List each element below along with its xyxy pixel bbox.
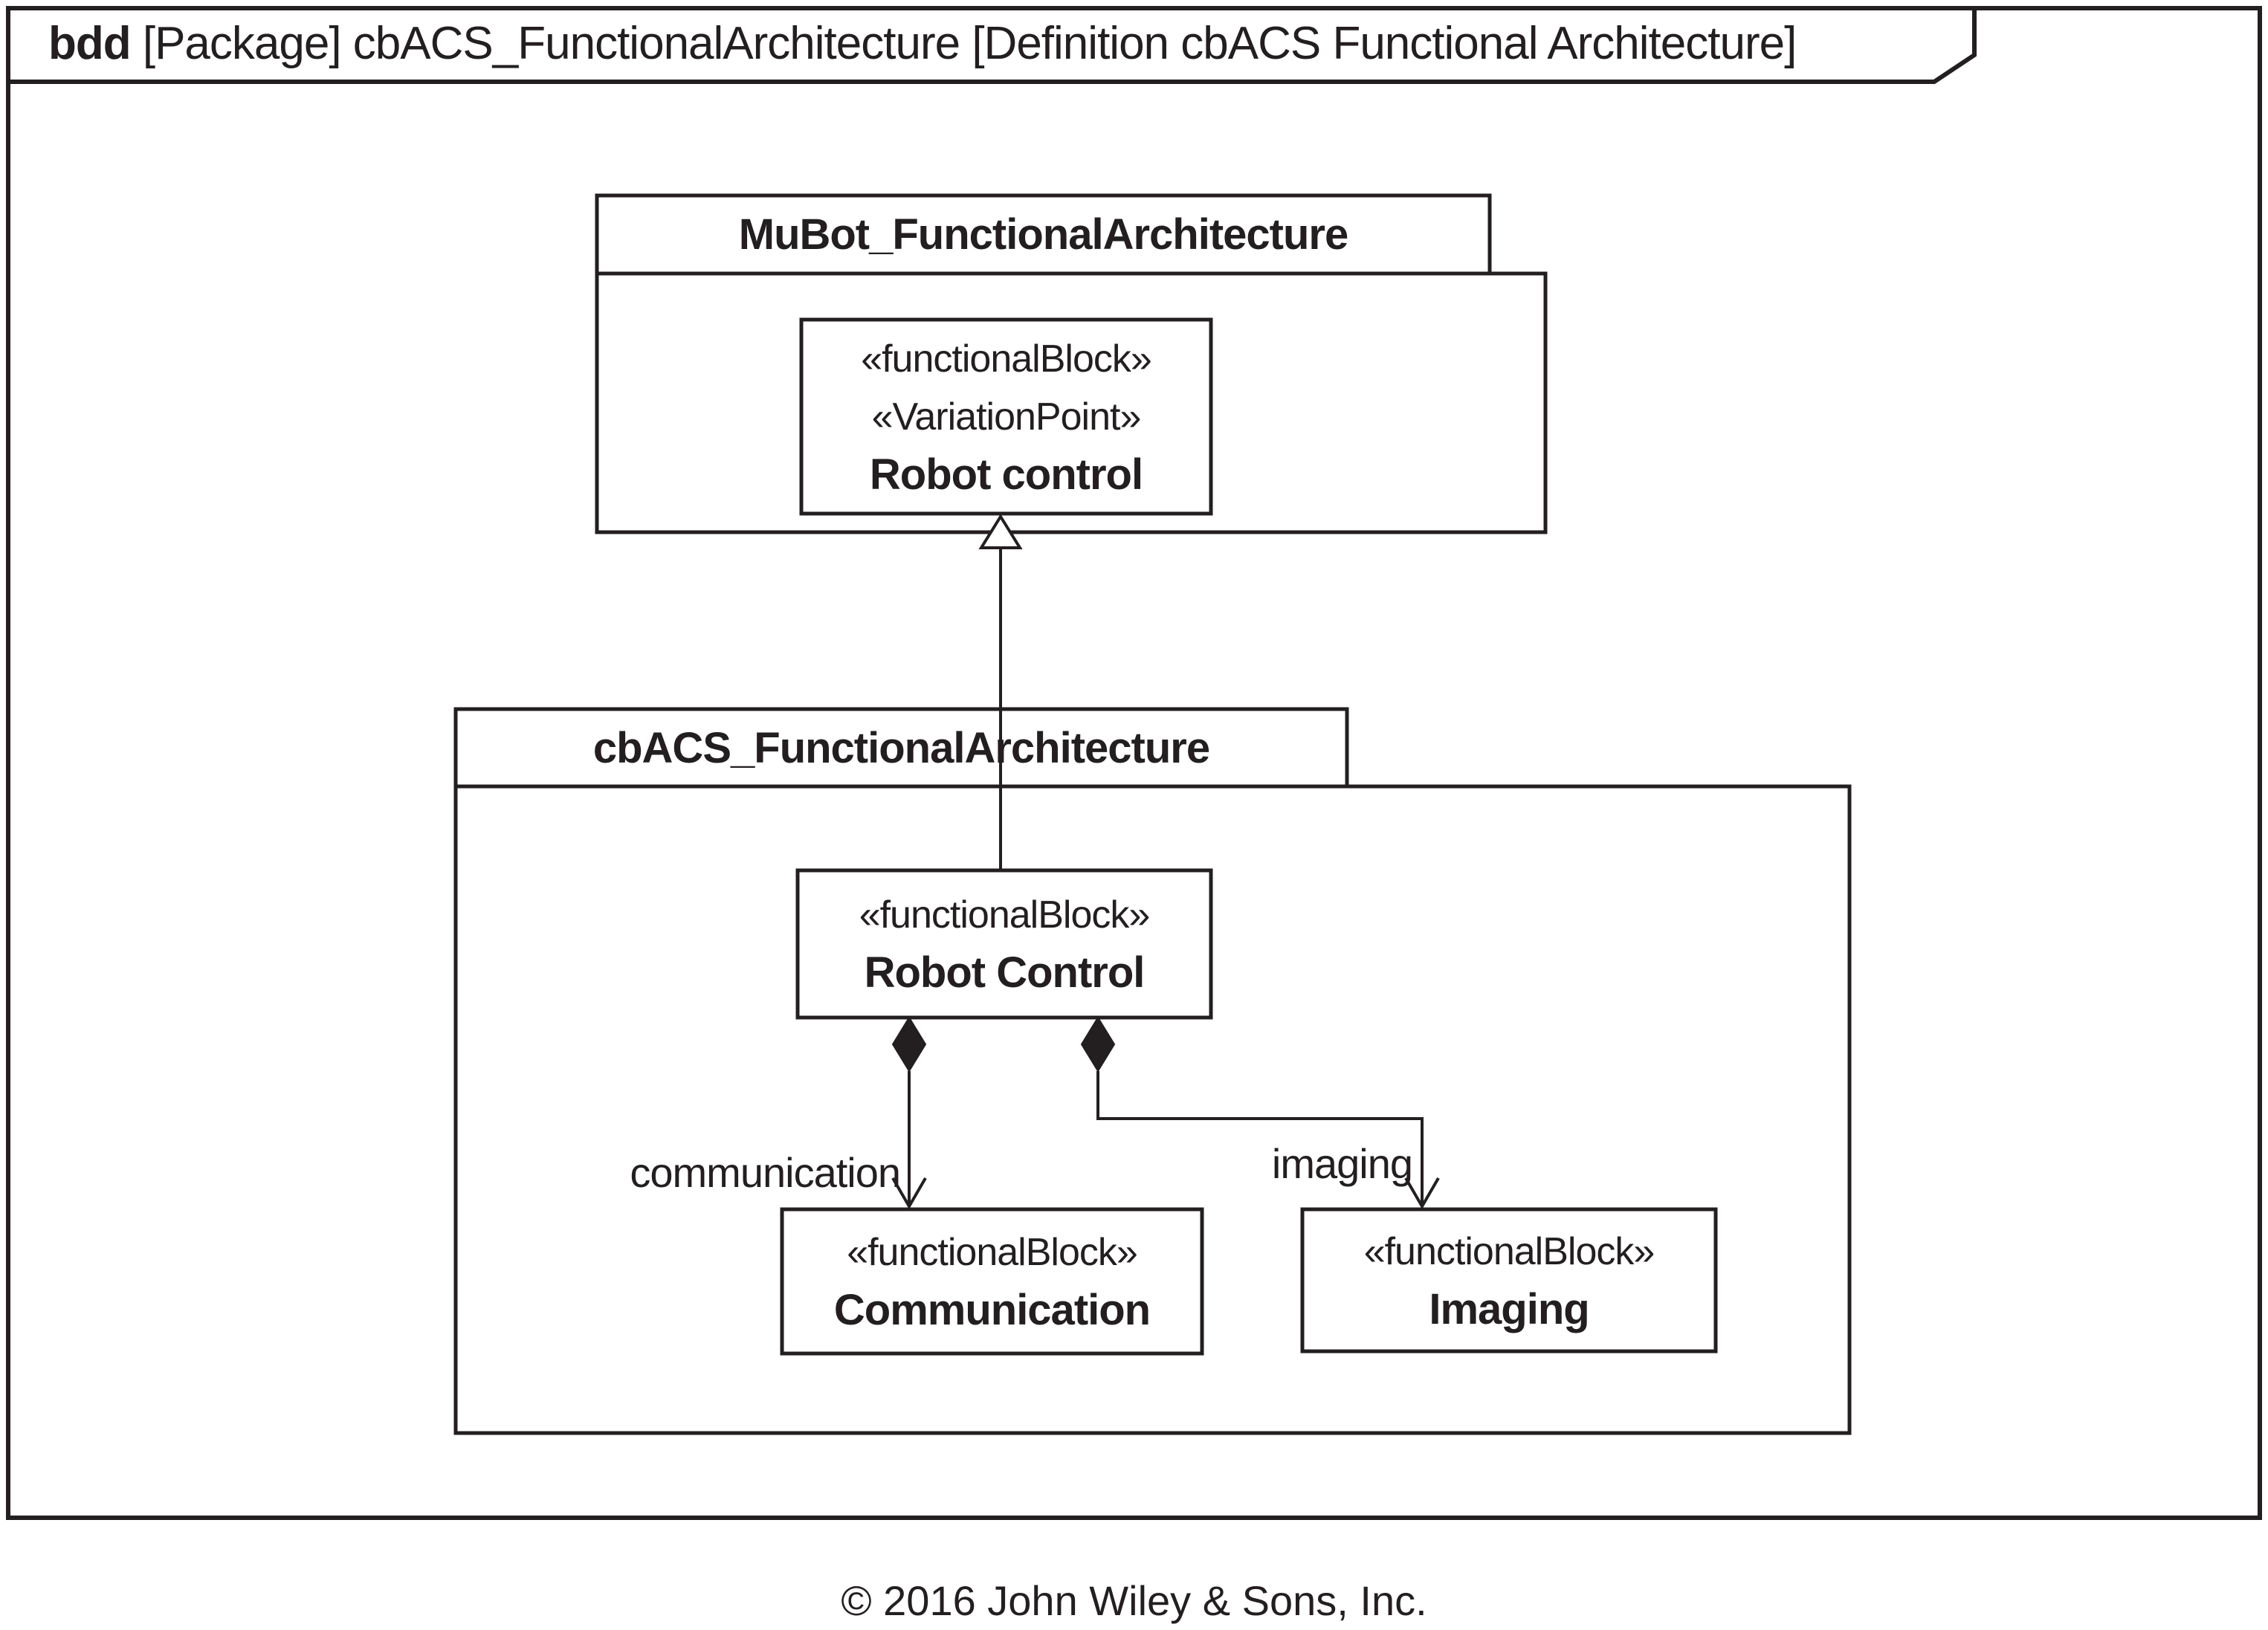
imaging-role-label: imaging: [1271, 1140, 1413, 1187]
imaging-connector-line: [1096, 1071, 1424, 1205]
mubot-robot-control-stereotype-2: «VariationPoint»: [871, 395, 1142, 439]
cbacs-robot-control-name: Robot Control: [864, 948, 1146, 997]
imaging-block: «functionalBlock» Imaging: [1302, 1209, 1716, 1351]
communication-block: «functionalBlock» Communication: [782, 1209, 1202, 1354]
mubot-robot-control-stereotype-1: «functionalBlock»: [861, 337, 1152, 381]
mubot-robot-control-block-box: [799, 317, 1213, 516]
cbacs-package-name: cbACS_FunctionalArchitecture: [456, 709, 1347, 786]
frame-title: bdd [Package] cbACS_FunctionalArchitectu…: [48, 18, 1797, 69]
mubot-package-name: MuBot_FunctionalArchitecture: [597, 195, 1490, 274]
copyright-notice: © 2016 John Wiley & Sons, Inc.: [841, 1577, 1427, 1624]
cbacs-package-tab: [453, 707, 1349, 789]
cbacs-robot-control-stereotype: «functionalBlock»: [859, 893, 1151, 937]
cbacs-robot-control-block-box: [795, 868, 1213, 1020]
mubot-package-tab: [595, 193, 1492, 276]
frame-title-tab: [6, 6, 1977, 84]
communication-arrowhead-icon: [891, 1177, 927, 1209]
imaging-stereotype: «functionalBlock»: [1363, 1229, 1655, 1273]
cbacs-package-name-label: cbACS_FunctionalArchitecture: [592, 723, 1210, 772]
generalization-triangle-icon: [978, 514, 1023, 549]
mubot-package-name-label: MuBot_FunctionalArchitecture: [738, 210, 1348, 259]
imaging-arrowhead-icon: [1404, 1177, 1440, 1209]
frame-title-text: [Package] cbACS_FunctionalArchitecture […: [130, 18, 1797, 69]
imaging-block-box: [1300, 1207, 1718, 1354]
communication-stereotype: «functionalBlock»: [847, 1231, 1138, 1274]
cbacs-robot-control-block: «functionalBlock» Robot Control: [798, 870, 1211, 1018]
imaging-name: Imaging: [1429, 1284, 1589, 1333]
frame-title-keyword: bdd: [48, 18, 132, 69]
mubot-robot-control-name: Robot control: [869, 450, 1143, 499]
communication-block-box: [780, 1207, 1204, 1356]
mubot-robot-control-block: «functionalBlock» «VariationPoint» Robot…: [801, 320, 1211, 514]
communication-role-label: communication: [630, 1149, 901, 1196]
communication-name: Communication: [833, 1286, 1151, 1334]
